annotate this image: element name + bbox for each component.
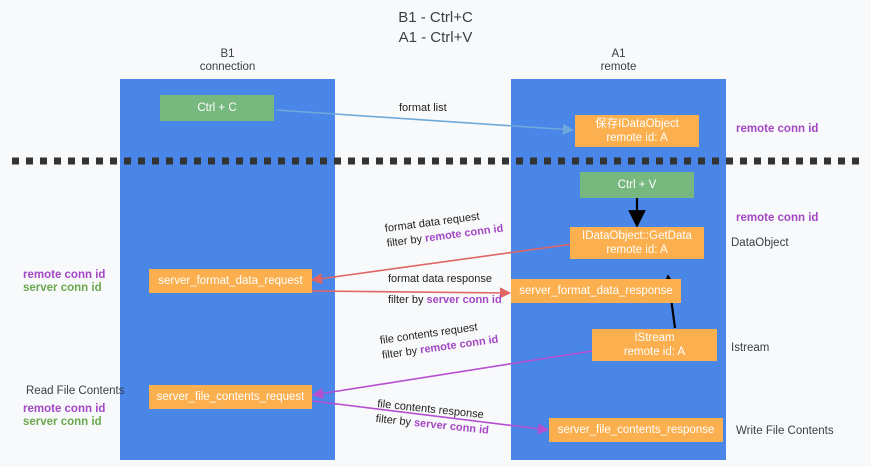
edge-label-file-contents-request: file contents request filter by remote c… — [379, 318, 499, 364]
annotation-right-remote-conn-id-top: remote conn id — [736, 123, 819, 135]
node-istream-subtitle: remote id: A — [623, 346, 686, 358]
annotation-left-server-conn-id-mid: server conn id — [23, 282, 102, 294]
node-istream-title: IStream — [634, 332, 675, 344]
column-header-b1: B1 connection — [120, 48, 335, 74]
filter-prefix: filter by — [386, 232, 426, 250]
column-header-a1: A1 remote — [511, 48, 726, 74]
filter-prefix: filter by — [381, 344, 422, 362]
node-ctrl-v-label: Ctrl + V — [617, 179, 657, 191]
node-idataobject-getdata-title: IDataObject::GetData — [582, 230, 692, 242]
annotation-left-remote-conn-id-mid: remote conn id — [23, 269, 106, 281]
annotation-right-write-file-contents: Write File Contents — [736, 425, 834, 437]
diagram-title-line2: A1 - Ctrl+V — [398, 29, 473, 46]
filter-key-server-conn-id: server conn id — [426, 294, 502, 306]
node-server-file-contents-response[interactable]: server_file_contents_response — [549, 418, 723, 442]
edge-label-format-data-response-text: format data response — [388, 273, 492, 285]
edge-label-format-data-response: format data response filter by server co… — [388, 272, 502, 308]
node-save-idataobject-subtitle: remote id: A — [606, 132, 668, 144]
diagram-title: B1 - Ctrl+C A1 - Ctrl+V — [0, 8, 871, 48]
column-header-a1-role: remote — [600, 61, 637, 73]
node-server-file-contents-request[interactable]: server_file_contents_request — [149, 385, 312, 409]
column-header-a1-name: A1 — [611, 48, 626, 60]
edge-label-file-contents-response: file contents response filter by server … — [375, 397, 491, 439]
node-server-format-data-request-label: server_format_data_request — [158, 275, 303, 287]
annotation-left-server-conn-id-bot: server conn id — [23, 416, 102, 428]
node-ctrl-c-label: Ctrl + C — [197, 102, 237, 114]
node-idataobject-getdata[interactable]: IDataObject::GetData remote id: A — [570, 227, 704, 259]
node-save-idataobject-title: 保存IDataObject — [595, 118, 679, 130]
annotation-right-dataobject: DataObject — [731, 237, 789, 249]
diagram-title-line1: B1 - Ctrl+C — [398, 9, 473, 26]
column-header-b1-name: B1 — [220, 48, 235, 60]
annotation-right-istream: Istream — [731, 342, 770, 354]
filter-prefix: filter by — [375, 412, 415, 429]
node-server-file-contents-request-label: server_file_contents_request — [156, 391, 305, 403]
edge-label-format-data-response-filter: filter by server conn id — [388, 293, 502, 308]
filter-prefix: filter by — [388, 294, 427, 306]
node-server-format-data-request[interactable]: server_format_data_request — [149, 269, 312, 293]
node-ctrl-v[interactable]: Ctrl + V — [580, 172, 694, 198]
edge-label-format-list: format list — [399, 102, 447, 114]
node-save-idataobject[interactable]: 保存IDataObject remote id: A — [575, 115, 699, 147]
node-istream[interactable]: IStream remote id: A — [592, 329, 717, 361]
column-header-b1-role: connection — [199, 61, 256, 73]
node-server-format-data-response[interactable]: server_format_data_response — [511, 279, 681, 303]
node-ctrl-c[interactable]: Ctrl + C — [160, 95, 274, 121]
node-server-file-contents-response-label: server_file_contents_response — [557, 424, 715, 436]
edge-label-format-data-request: format data request filter by remote con… — [384, 207, 504, 252]
node-server-format-data-response-label: server_format_data_response — [519, 285, 673, 297]
annotation-right-remote-conn-id-mid: remote conn id — [736, 212, 819, 224]
annotation-left-remote-conn-id-bot: remote conn id — [23, 403, 106, 415]
node-idataobject-getdata-subtitle: remote id: A — [606, 244, 668, 256]
annotation-left-read-file-contents: Read File Contents — [26, 385, 125, 397]
